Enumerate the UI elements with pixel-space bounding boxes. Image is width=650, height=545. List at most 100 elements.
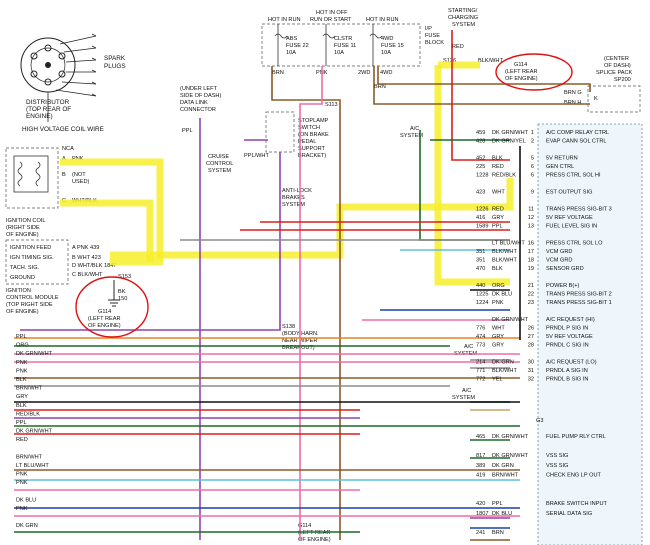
ignition-coil-label: IGNITION COIL (RIGHT SIDE OF ENGINE) xyxy=(6,218,47,238)
ecm-row-signal: TRANS PRESS SIG-BIT 3 xyxy=(546,207,612,213)
left-wire-label: ORG xyxy=(16,343,29,349)
ecm-row-wire: DK GRN/WHT xyxy=(492,130,529,136)
stoplamp-label: STOPLAMP SWITCH (ON BRAKE PEDAL SUPPORT … xyxy=(298,118,330,159)
spark-plugs-label: SPARK PLUGS xyxy=(104,55,127,70)
4wd-label: 4WD xyxy=(380,70,392,76)
ac-system-low: A/C SYSTEM xyxy=(452,388,475,401)
ecm-lower-row-circuit: 389 xyxy=(476,463,485,469)
ecm-connector-panel xyxy=(537,123,643,545)
ecm-lower-row-wire: DK BLU xyxy=(492,511,512,517)
wire-2 xyxy=(377,66,591,92)
ecm-row-pin: 17 xyxy=(528,249,534,255)
ecm-row-circuit: 214 xyxy=(476,360,485,366)
ignition-coil-symbol xyxy=(13,155,49,193)
left-wire-label: PNK xyxy=(16,368,28,374)
ecm-row-circuit: 772 xyxy=(476,377,485,383)
ecm-row-wire: ORG xyxy=(492,283,505,289)
ecm-row-signal: FUEL LEVEL SIG IN xyxy=(546,224,597,230)
ecm-lower-row-wire: DK GRN/WHT xyxy=(492,453,529,459)
ecm-row-wire: RED/BLK xyxy=(492,173,516,179)
g114-right-label: G114 (LEFT REAR OF ENGINE) xyxy=(505,62,539,82)
ecm-row-signal: PRNDL B SIG IN xyxy=(546,377,588,383)
ecm-row-pin: 12 xyxy=(528,215,534,221)
ecm-row-signal: PRESS CTRL SOL HI xyxy=(546,173,601,179)
ecm-lower-row-signal: VSS SIG xyxy=(546,463,568,469)
ecm-row-circuit: 459 xyxy=(476,130,485,136)
ecm-row-pin: 31 xyxy=(528,368,534,374)
left-wire-label: PPL xyxy=(16,420,27,426)
ecm-row-pin: 19 xyxy=(528,266,534,272)
left-wire-label: DK GRN/WHT xyxy=(16,351,53,357)
fuse-abs-label: ABS FUSE 22 10A xyxy=(286,36,310,56)
ecm-row-signal: 5V REF VOLTAGE xyxy=(546,334,593,340)
highlight-path-0 xyxy=(60,158,164,266)
ecm-row-circuit: 773 xyxy=(476,343,485,349)
left-wire-label: GRY xyxy=(16,394,28,400)
ecm-row-wire: DK GRN/YEL xyxy=(492,139,526,145)
ip-fuse-block-label: I/P FUSE BLOCK xyxy=(425,26,444,46)
ecm-lower-row-circuit: 420 xyxy=(476,501,485,507)
left-wire-label: PNK xyxy=(16,506,28,512)
ecm-lower-row-wire: DK GRN xyxy=(492,463,514,469)
ecm-row-signal: A/C COMP RELAY CTRL xyxy=(546,130,609,136)
ecm-row-pin: 21 xyxy=(528,283,534,289)
ecm-row-wire: DK BLU xyxy=(492,292,512,298)
ac-system-mid: A/C SYSTEM xyxy=(454,344,477,357)
splice-pack-box xyxy=(587,85,641,113)
highlight-path-3 xyxy=(434,65,510,286)
hv-coil-wire-label: HIGH VOLTAGE COIL WIRE xyxy=(22,126,104,133)
cruise-control-label: CRUISE CONTROL SYSTEM xyxy=(206,154,235,174)
left-wire-label: LT BLU/WHT xyxy=(16,463,49,469)
ecm-row-circuit: 1226 xyxy=(476,207,488,213)
ecm-row-signal: POWER B(+) xyxy=(546,283,580,289)
splice-pack-label: (CENTER OF DASH) SPLICE PACK SP200 xyxy=(596,56,634,83)
ecm-row-circuit: 1589 xyxy=(476,224,488,230)
ecm-lower-row-wire: BRN xyxy=(492,530,504,536)
ecm-row-circuit: 1225 xyxy=(476,292,488,298)
wire-3 xyxy=(373,66,590,105)
ecm-row-signal: EVAP CANN SOL CTRL xyxy=(546,139,607,145)
ecm-row-signal: VCM GRD xyxy=(546,249,572,255)
ecm-lower-row-wire: PPL xyxy=(492,501,503,507)
ecm-row-wire: BLK/WHT xyxy=(492,249,517,255)
ecm-row-circuit: 776 xyxy=(476,326,485,332)
ecm-row-wire: GRY xyxy=(492,215,504,221)
ecm-row-pin: 22 xyxy=(528,292,534,298)
left-wire-label: PNK xyxy=(16,472,28,478)
ecm-row-circuit: 470 xyxy=(476,266,485,272)
dlc-label: (UNDER LEFT SIDE OF DASH) DATA LINK CONN… xyxy=(180,86,223,113)
wire-layer xyxy=(14,30,591,541)
ecm-row-signal: VCM GRD xyxy=(546,258,572,264)
s153-label: S153 xyxy=(118,274,131,280)
blk-wht-label: BLK/WHT xyxy=(478,58,503,64)
ecm-lower-row-signal: VSS SIG xyxy=(546,453,568,459)
annotation-circle-right xyxy=(495,53,573,91)
annotation-circle-left xyxy=(75,276,149,338)
ecm-lower-row-circuit: 817 xyxy=(476,453,485,459)
coil-pin-labels: NCA A B (NOT USED) C xyxy=(62,146,91,204)
ecm-lower-row-circuit: 465 xyxy=(476,434,485,440)
ecm-row-pin: 18 xyxy=(528,258,534,264)
ecm-row-wire: RED xyxy=(492,164,504,170)
wire-1 xyxy=(299,66,323,540)
icm-box xyxy=(5,239,69,285)
ecm-lower-row-signal: FUEL PUMP RLY CTRL xyxy=(546,434,606,440)
starting-charging-label: STARTING/ CHARGING SYSTEM xyxy=(448,8,480,28)
g3-label: G3 xyxy=(536,418,543,424)
ecm-lower-row-signal: SERIAL DATA SIG xyxy=(546,511,592,517)
brn-label-1: BRN xyxy=(272,70,284,76)
left-wire-label: RED/BLK xyxy=(16,411,40,417)
ecm-row-circuit: 351 xyxy=(476,249,485,255)
fuse-4wd-label: 4WD FUSE 15 10A xyxy=(381,36,405,56)
ecm-row-signal: SENSOR GRD xyxy=(546,266,584,272)
left-wire-label: PNK xyxy=(16,360,28,366)
ecm-row-pin: 6 xyxy=(531,173,534,179)
distributor-label: DISTRIBUTOR (TOP REAR OF ENGINE) xyxy=(26,99,73,120)
ecm-lower-row-circuit: 1807 xyxy=(476,511,488,517)
ecm-row-signal: PRESS CTRL SOL LO xyxy=(546,241,603,247)
ecm-row-pin: 27 xyxy=(528,334,534,340)
ecm-row-wire: WHT xyxy=(492,326,505,332)
g114-left-label: G114 (LEFT REAR OF ENGINE) xyxy=(88,309,122,329)
